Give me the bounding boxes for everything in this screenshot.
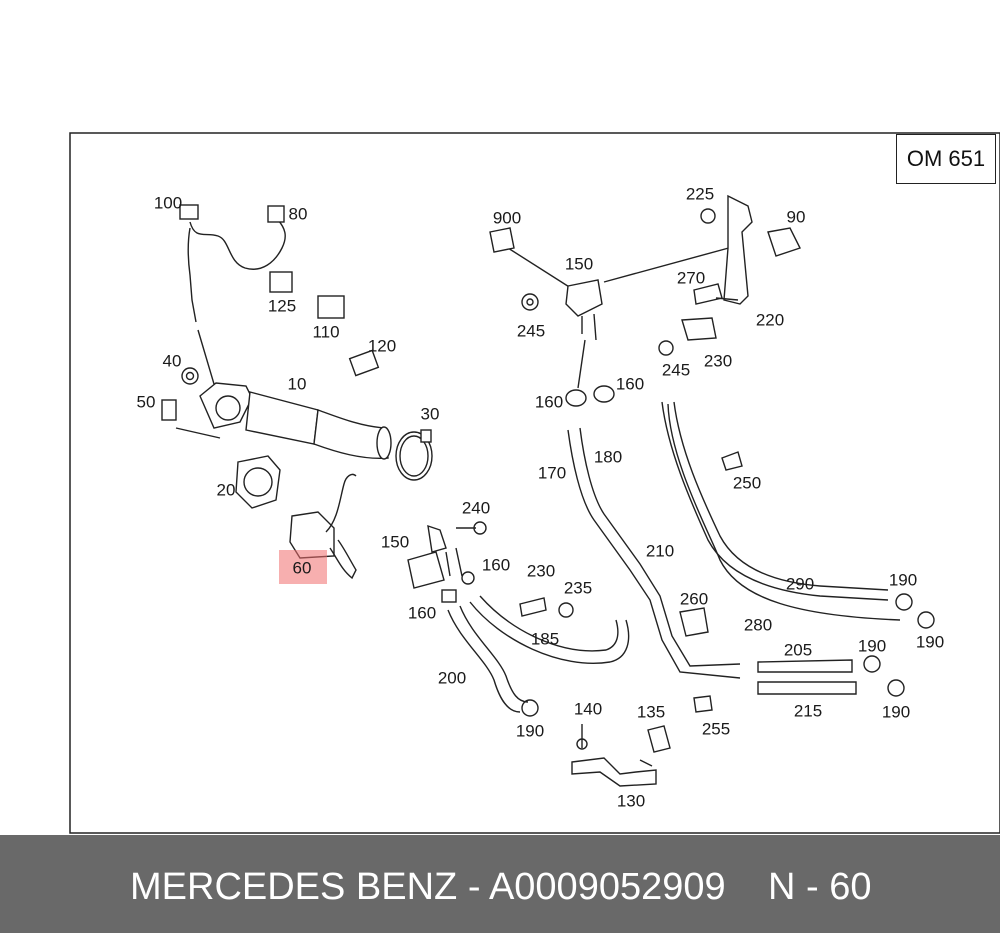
part-label: 20: [216, 480, 236, 500]
pressure-sensor-assembly-lower: [407, 521, 671, 787]
footer-bar: MERCEDES BENZ - A0009052909 N - 60: [0, 835, 1000, 933]
part-label: 230: [526, 561, 556, 581]
part-label: 230: [703, 351, 733, 371]
hose-assembly-right: [567, 401, 935, 713]
part-label: 210: [645, 541, 675, 561]
part-label: 150: [380, 532, 410, 552]
part-label: 110: [312, 322, 340, 342]
part-label: 270: [676, 268, 706, 288]
diagram-frame: [69, 132, 1000, 834]
part-label: 160: [407, 603, 437, 623]
part-label: 185: [530, 629, 560, 649]
part-label: 80: [288, 204, 308, 224]
part-label: 140: [573, 699, 603, 719]
highlight-part-60: [279, 550, 327, 584]
part-label: 100: [153, 193, 183, 213]
part-label: 255: [701, 719, 731, 739]
part-label: 235: [563, 578, 593, 598]
part-label: 120: [367, 336, 397, 356]
part-label: 160: [615, 374, 645, 394]
exhaust-assembly-left: [161, 204, 433, 580]
footer-part-number: MERCEDES BENZ - A0009052909: [130, 866, 726, 908]
part-label: 220: [755, 310, 785, 330]
part-label: 225: [685, 184, 715, 204]
part-label: 900: [492, 208, 522, 228]
part-label: 30: [420, 404, 440, 424]
part-label: 160: [534, 392, 564, 412]
part-label: 280: [743, 615, 773, 635]
part-label: 135: [636, 702, 666, 722]
part-label: 260: [679, 589, 709, 609]
part-label: 125: [267, 296, 297, 316]
part-label: 150: [564, 254, 594, 274]
part-label: 40: [162, 351, 182, 371]
part-label: 10: [287, 374, 307, 394]
part-label: 170: [537, 463, 567, 483]
part-label: 290: [785, 574, 815, 594]
part-label: 200: [437, 668, 467, 688]
part-label: 205: [783, 640, 813, 660]
part-label: 190: [515, 721, 545, 741]
part-label: 190: [857, 636, 887, 656]
part-label: 190: [888, 570, 918, 590]
part-label: 245: [661, 360, 691, 380]
part-label: 190: [915, 632, 945, 652]
part-label: 130: [616, 791, 646, 811]
part-label: 50: [136, 392, 156, 412]
part-label: 160: [481, 555, 511, 575]
part-label: 90: [786, 207, 806, 227]
engine-code-label: OM 651: [906, 146, 986, 171]
pressure-sensor-assembly-top: [489, 194, 801, 407]
part-label: 240: [461, 498, 491, 518]
part-label: 250: [732, 473, 762, 493]
part-label: 245: [516, 321, 546, 341]
part-label: 180: [593, 447, 623, 467]
part-label: 190: [881, 702, 911, 722]
footer-position-ref: N - 60: [768, 866, 872, 908]
engine-code-box: OM 651: [896, 134, 996, 184]
part-label-highlighted: 60: [292, 558, 312, 578]
part-label: 215: [793, 701, 823, 721]
